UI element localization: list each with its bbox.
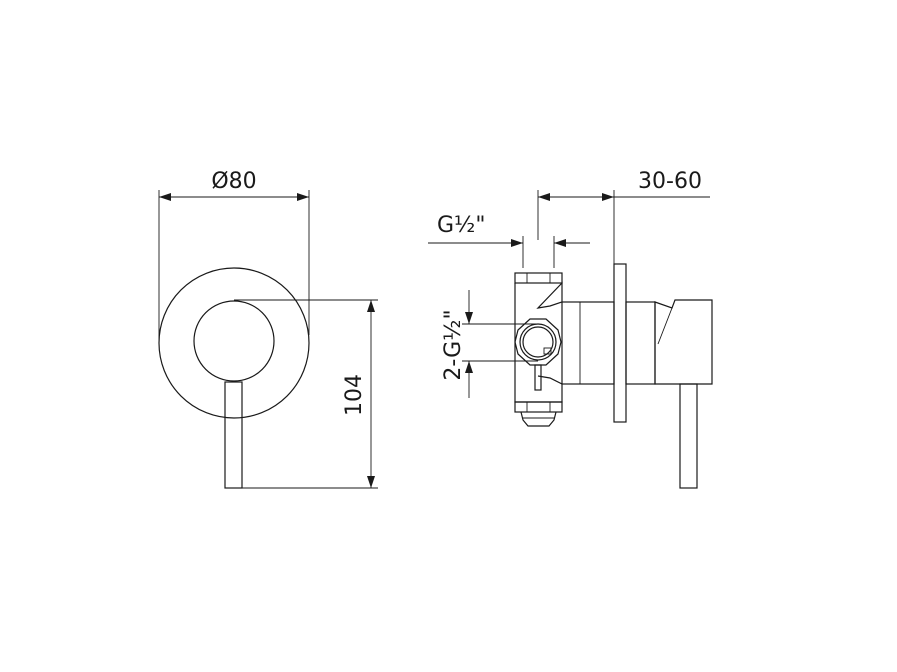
front-view: Ø80 104 (158, 169, 378, 489)
height-label: 104 (342, 374, 367, 416)
depth-label: 30-60 (638, 169, 702, 194)
side-port-outer (519, 323, 557, 361)
cover-plate-outline (158, 267, 310, 419)
cover-plate-side (613, 263, 627, 423)
side-port-inner (522, 326, 554, 358)
side-thread-label: 2-G½" (441, 309, 466, 380)
handle-hub-outline (193, 300, 275, 382)
top-thread-label: G½" (437, 213, 486, 238)
lever-handle-outline (224, 381, 243, 489)
top-nut (514, 272, 563, 284)
bottom-fitting (520, 411, 557, 427)
side-view: 30-60 G½" 2-G½" (428, 169, 713, 489)
handle-body-side (625, 301, 656, 385)
stem (534, 364, 542, 391)
handle-lever-head (654, 299, 713, 385)
bottom-nut (514, 401, 563, 413)
cartridge-housing (561, 301, 615, 385)
lever-side (679, 383, 698, 489)
valve-body-outline (514, 281, 563, 403)
side-port-nut (514, 318, 562, 366)
diameter-label: Ø80 (211, 169, 256, 194)
